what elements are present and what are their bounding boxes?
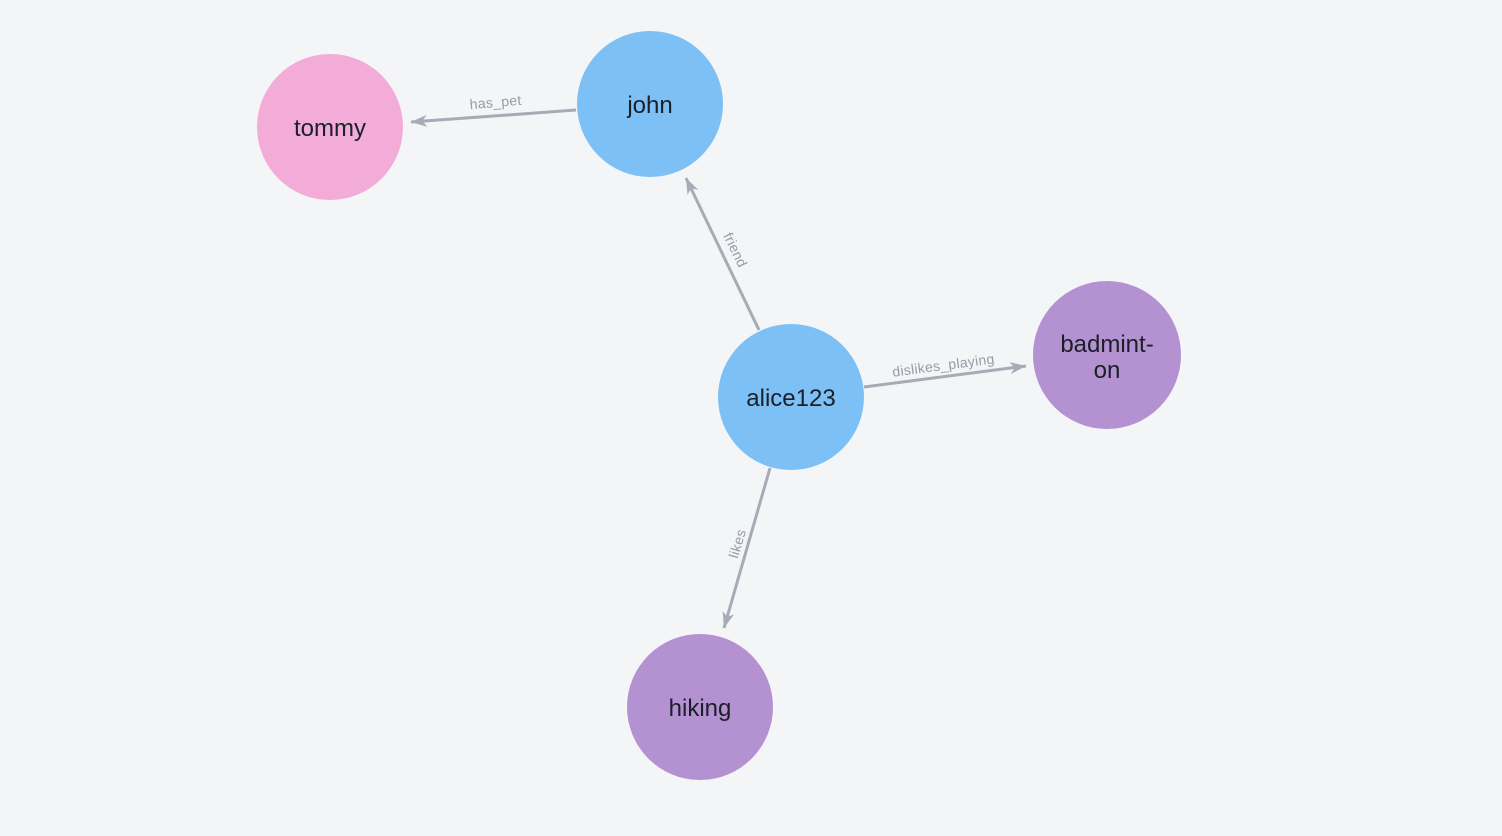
edge-line-likes[interactable] [722, 467, 772, 629]
node-badminton: badmint- on [1033, 281, 1181, 429]
edge-line-friend[interactable] [684, 177, 761, 331]
node-circle-tommy[interactable] [257, 54, 403, 200]
node-hiking: hiking [627, 634, 773, 780]
node-label-john[interactable]: john [626, 92, 672, 119]
edge-line-has-pet[interactable] [410, 108, 577, 127]
node-label-badminton-line1[interactable]: badmint- [1060, 331, 1153, 358]
node-alice123: alice123 [718, 324, 864, 470]
edge-line-dislikes-playing[interactable] [863, 362, 1027, 389]
node-label-hiking[interactable]: hiking [669, 695, 732, 722]
edge-label-has-pet[interactable]: has_pet [469, 92, 522, 112]
node-circle-hiking[interactable] [627, 634, 773, 780]
node-label-alice123[interactable]: alice123 [746, 385, 835, 412]
node-circle-john[interactable] [577, 31, 723, 177]
node-label-tommy[interactable]: tommy [294, 115, 366, 142]
node-john: john [577, 31, 723, 177]
node-circle-alice123[interactable] [718, 324, 864, 470]
node-tommy: tommy [257, 54, 403, 200]
node-circle-badminton[interactable] [1033, 281, 1181, 429]
node-label-badminton-line2[interactable]: on [1094, 357, 1121, 384]
edge-has-pet: has_pet [410, 92, 577, 127]
